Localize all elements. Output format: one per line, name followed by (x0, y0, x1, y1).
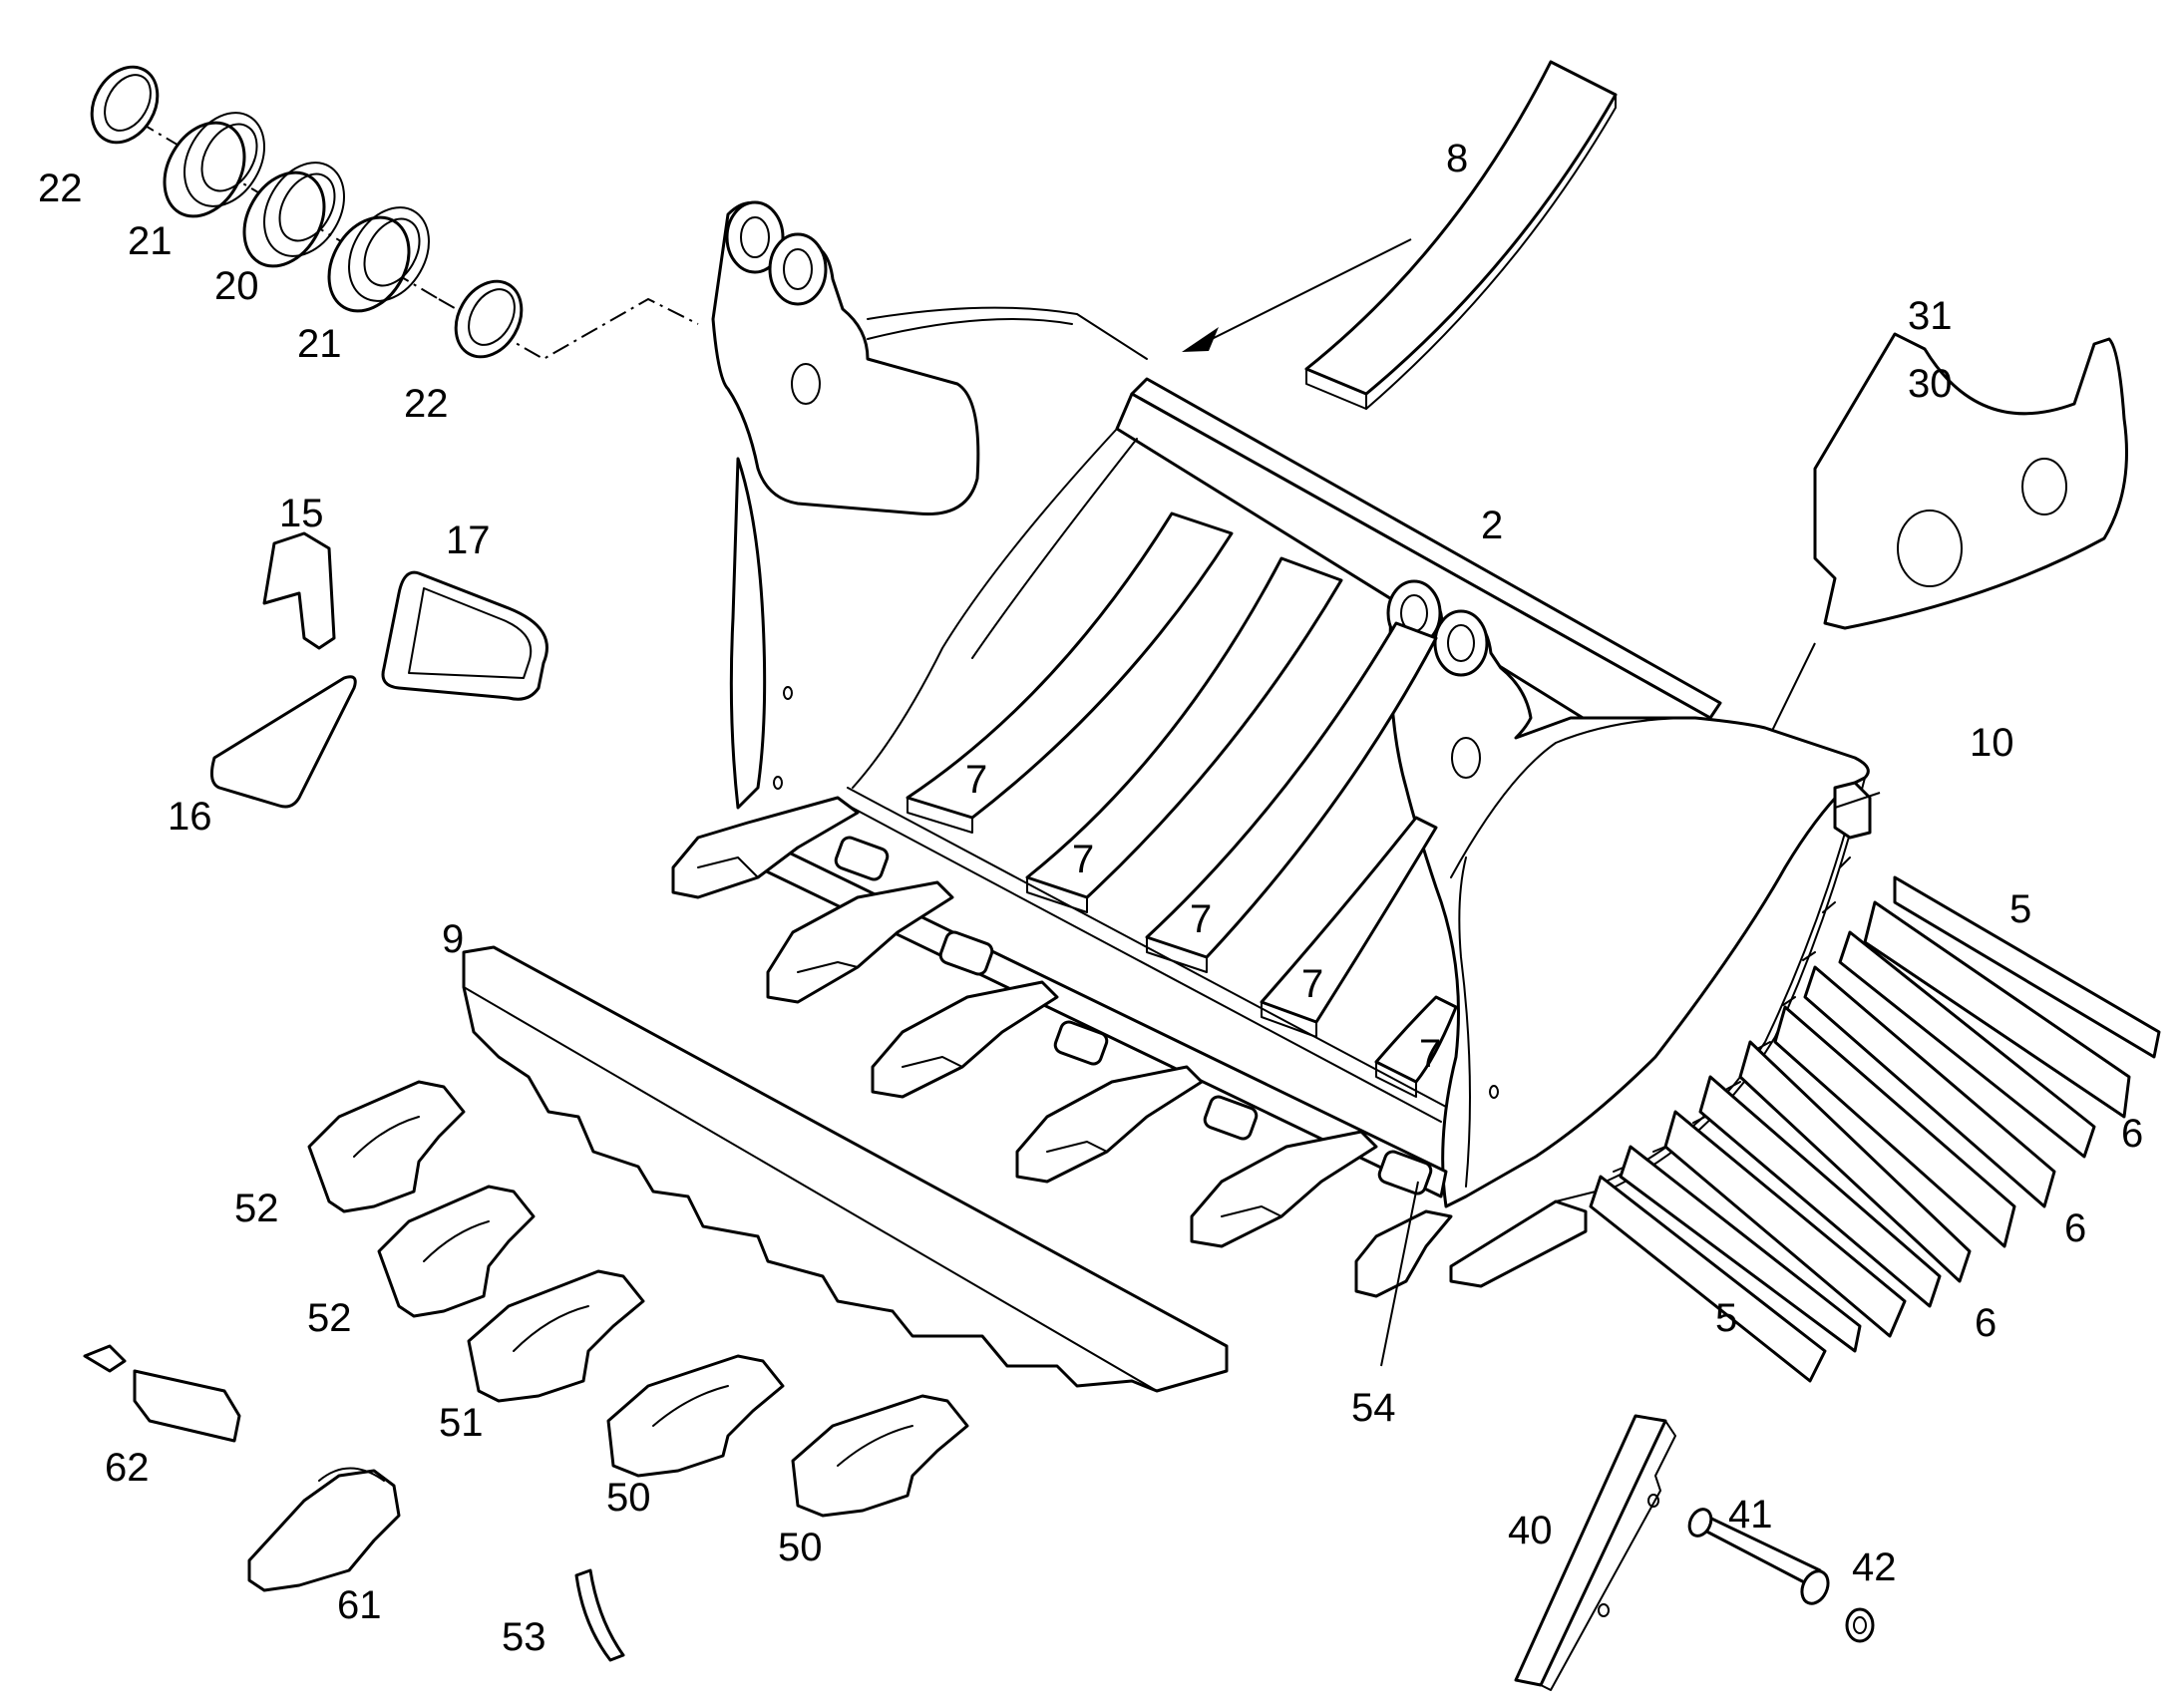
leader-lines (1380, 792, 1881, 1367)
label-8: 8 (1446, 137, 1468, 180)
label-30: 30 (1908, 362, 1953, 406)
label-6c: 6 (1975, 1301, 1997, 1345)
label-22b: 22 (404, 382, 449, 426)
adapter-51-shape (467, 1269, 645, 1403)
adapter-50b-shape (791, 1394, 969, 1518)
label-7a: 7 (965, 758, 987, 802)
label-15: 15 (279, 492, 324, 535)
part-labels: 2 5 6 6 6 5 7 7 7 7 7 8 9 10 15 16 17 20… (38, 137, 2143, 1659)
side-cutter-40-shape (1514, 1414, 1676, 1691)
washer-42-shape (1845, 1607, 1875, 1643)
tooth-3 (871, 980, 1059, 1099)
axis-line-to-bucket (438, 297, 699, 361)
label-50a: 50 (606, 1476, 651, 1520)
top-plate-8-shape (1304, 60, 1618, 410)
top-plate-arrow (1182, 238, 1412, 352)
label-52a: 52 (234, 1187, 279, 1230)
label-20: 20 (214, 264, 259, 308)
bushing-21-top (163, 112, 265, 218)
label-50b: 50 (778, 1526, 823, 1569)
label-51: 51 (439, 1401, 484, 1445)
label-7c: 7 (1190, 897, 1212, 941)
ring-22-top (90, 65, 160, 145)
label-17: 17 (446, 518, 491, 562)
bushing-20 (242, 162, 345, 268)
tooth-2 (766, 880, 954, 1004)
label-7d: 7 (1301, 962, 1323, 1006)
label-6a: 6 (2121, 1112, 2143, 1156)
label-5a: 5 (2009, 887, 2031, 931)
ring-22-bottom (454, 279, 524, 359)
label-2: 2 (1481, 504, 1503, 547)
label-7e: 7 (1419, 1032, 1441, 1076)
lock-62-shape (83, 1344, 241, 1443)
tooth-1 (671, 796, 860, 899)
label-53: 53 (502, 1615, 546, 1659)
strips-5-6 (1589, 875, 2161, 1383)
tooth-5 (1190, 1130, 1378, 1248)
label-7b: 7 (1072, 838, 1094, 881)
bushing-assembly (90, 65, 699, 361)
label-21b: 21 (297, 322, 342, 366)
wear-plates-7 (906, 512, 1458, 1098)
label-62: 62 (105, 1446, 150, 1490)
bucket-body (711, 200, 1870, 1208)
bushing-21-bottom (327, 206, 430, 313)
label-21a: 21 (128, 219, 173, 263)
shim-53-shape (574, 1568, 625, 1662)
label-42: 42 (1852, 1545, 1897, 1589)
side-plate-30-31-shape (1813, 332, 2128, 630)
label-6b: 6 (2064, 1206, 2086, 1250)
label-40: 40 (1508, 1509, 1553, 1552)
label-9: 9 (442, 917, 464, 961)
block-10-shape (1833, 781, 1872, 840)
label-41: 41 (1728, 1493, 1773, 1537)
label-10: 10 (1970, 721, 2014, 765)
gusset-16-shape (209, 675, 357, 809)
label-31: 31 (1908, 294, 1953, 338)
retainer-slots (834, 836, 1433, 1196)
gusset-17-shape (381, 570, 548, 701)
adapters-50-51-52 (307, 1080, 969, 1518)
adapter-52a-shape (307, 1080, 466, 1213)
label-16: 16 (168, 795, 212, 839)
label-52b: 52 (307, 1296, 352, 1340)
pin-41-shape (1687, 1508, 1830, 1605)
label-61: 61 (337, 1583, 382, 1627)
adapter-50a-shape (606, 1354, 785, 1478)
tooth-4 (1015, 1065, 1204, 1184)
tooth-61-shape (247, 1467, 401, 1592)
label-5b: 5 (1715, 1296, 1737, 1340)
label-22a: 22 (38, 167, 83, 210)
cutting-edge-9-shape (462, 945, 1229, 1393)
adapter-52b-shape (377, 1185, 536, 1318)
gusset-15-shape (262, 531, 336, 650)
label-54: 54 (1351, 1386, 1396, 1430)
